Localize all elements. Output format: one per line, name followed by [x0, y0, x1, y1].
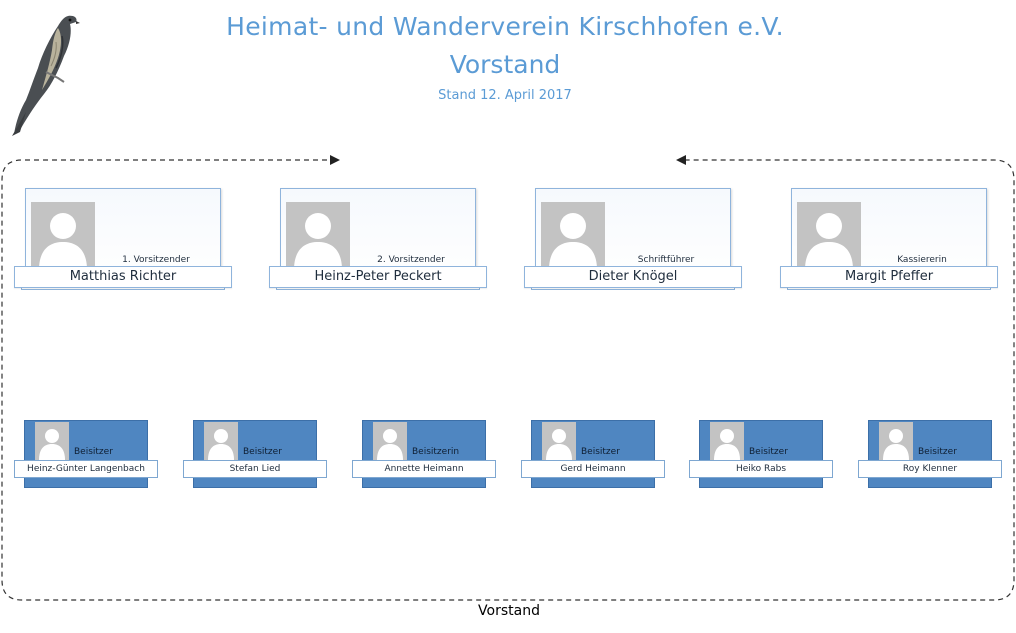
person-placeholder-icon — [204, 422, 238, 460]
assessor-card-4[interactable]: Beisitzer Gerd Heimann — [521, 420, 665, 492]
assessor-card-2[interactable]: Beisitzer Stefan Lied — [183, 420, 327, 492]
assessor-card-3[interactable]: Beisitzerin Annette Heimann — [352, 420, 496, 492]
officer-role: Schriftführer — [637, 255, 695, 265]
bird-logo-icon — [12, 15, 80, 136]
officer-name: Heinz-Peter Peckert — [269, 266, 487, 288]
org-title: Heimat- und Wanderverein Kirschhofen e.V… — [226, 12, 784, 41]
assessor-role: Beisitzer — [74, 447, 113, 457]
date-subtitle: Stand 12. April 2017 — [438, 88, 572, 103]
person-placeholder-icon — [541, 202, 605, 270]
page-title: Vorstand — [449, 50, 561, 79]
assessor-name: Roy Klenner — [858, 460, 1002, 478]
officer-card-treasurer[interactable]: Kassiererin Margit Pfeffer — [780, 188, 998, 300]
assessor-card-1[interactable]: Beisitzer Heinz-Günter Langenbach — [14, 420, 158, 492]
assessor-role: Beisitzerin — [412, 447, 460, 457]
officer-role: 2. Vorsitzender — [377, 255, 445, 265]
assessor-card-5[interactable]: Beisitzer Heiko Rabs — [689, 420, 833, 492]
person-placeholder-icon — [373, 422, 407, 460]
person-placeholder-icon — [710, 422, 744, 460]
assessor-name: Heiko Rabs — [689, 460, 833, 478]
person-placeholder-icon — [797, 202, 861, 270]
officer-name: Dieter Knögel — [524, 266, 742, 288]
officer-card-chairman[interactable]: 1. Vorsitzender Matthias Richter — [14, 188, 232, 300]
officer-card-vice-chairman[interactable]: 2. Vorsitzender Heinz-Peter Peckert — [269, 188, 487, 300]
person-placeholder-icon — [879, 422, 913, 460]
assessor-role: Beisitzer — [749, 447, 788, 457]
group-label: Vorstand — [478, 603, 540, 619]
assessor-role: Beisitzer — [581, 447, 620, 457]
assessor-role: Beisitzer — [918, 447, 957, 457]
arrow-left-icon — [676, 155, 686, 165]
person-placeholder-icon — [35, 422, 69, 460]
officer-name: Margit Pfeffer — [780, 266, 998, 288]
officer-role: 1. Vorsitzender — [122, 255, 190, 265]
assessor-role: Beisitzer — [243, 447, 282, 457]
officer-card-secretary[interactable]: Schriftführer Dieter Knögel — [524, 188, 742, 300]
assessor-card-6[interactable]: Beisitzer Roy Klenner — [858, 420, 1002, 492]
assessor-name: Stefan Lied — [183, 460, 327, 478]
assessor-name: Annette Heimann — [352, 460, 496, 478]
assessor-name: Heinz-Günter Langenbach — [14, 460, 158, 478]
group-frame — [1, 155, 1015, 601]
assessor-name: Gerd Heimann — [521, 460, 665, 478]
person-placeholder-icon — [286, 202, 350, 270]
person-placeholder-icon — [31, 202, 95, 270]
officer-role: Kassiererin — [897, 255, 947, 265]
person-placeholder-icon — [542, 422, 576, 460]
officer-name: Matthias Richter — [14, 266, 232, 288]
arrow-right-icon — [330, 155, 340, 165]
